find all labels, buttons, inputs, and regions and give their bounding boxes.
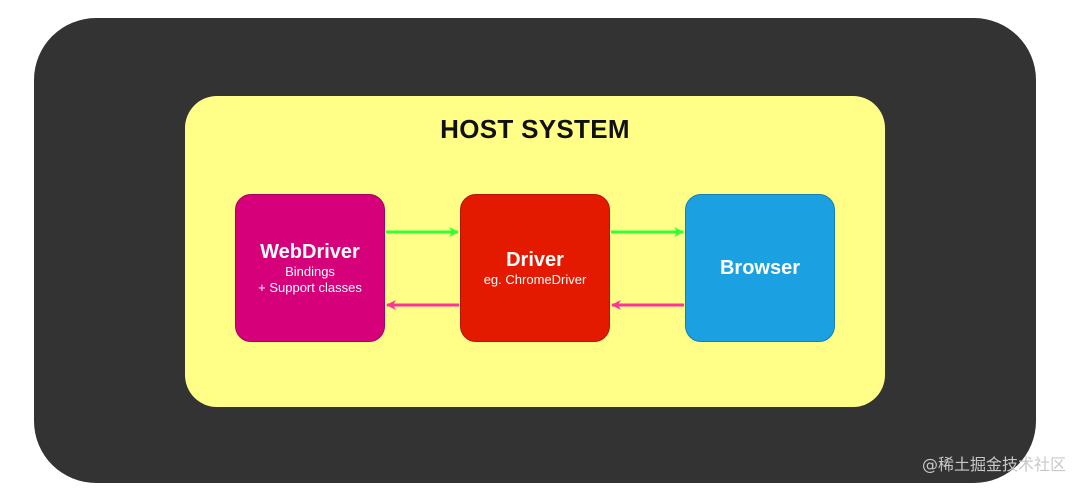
host-system-title: HOST SYSTEM — [440, 114, 630, 144]
driver-subtitle: eg. ChromeDriver — [483, 272, 587, 287]
webdriver-box: WebDriver Bindings + Support classes — [235, 194, 385, 342]
browser-box: Browser — [685, 194, 835, 342]
webdriver-support-label: + Support classes — [258, 280, 362, 295]
driver-box: Driver eg. ChromeDriver — [460, 194, 610, 342]
driver-title: Driver — [506, 249, 564, 271]
watermark: @稀土掘金技术社区 — [921, 455, 1066, 474]
webdriver-title: WebDriver — [260, 241, 360, 263]
browser-title: Browser — [719, 257, 801, 279]
webdriver-bindings-label: Bindings — [285, 264, 335, 279]
